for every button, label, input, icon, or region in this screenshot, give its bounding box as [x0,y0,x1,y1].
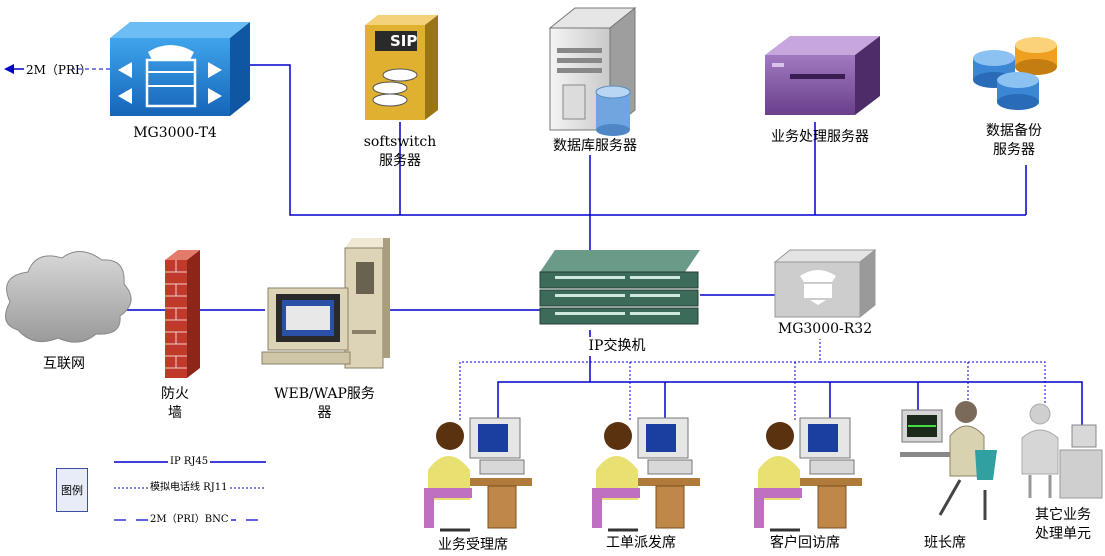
seat-supervisor-icon [900,401,997,520]
legend-analog-rj11: 模拟电话线 RJ11 [148,482,230,494]
business-server-label: 业务处理服务器 [771,129,869,145]
pri-link-label: 2M（PRI） [26,63,92,77]
mg3000-t4-label: MG3000-T4 [133,125,217,141]
analog-lines [459,322,1046,420]
seat-callback-label: 客户回访席 [770,535,840,551]
legend-ip-rj45: IP RJ45 [168,456,211,468]
mg3000-r32-icon [773,248,877,319]
seat-callback-icon [754,417,862,532]
internet-cloud-icon [5,251,132,343]
web-server-label-line1: WEB/WAP服务 [274,386,375,402]
db-server-label: 数据库服务器 [553,138,637,154]
firewall-icon [165,250,200,378]
firewall-label: 防火 墙 [150,385,200,423]
web-server-label: WEB/WAP服务 器 [262,385,387,423]
other-unit-label-line1: 其它业务 [1035,507,1091,523]
business-server-icon [765,36,880,115]
backup-server-label: 数据备份 服务器 [978,122,1050,160]
other-unit-label: 其它业务 处理单元 [1024,506,1102,544]
legend-pri-bnc: 2M（PRI）BNC [148,514,231,526]
mg3000-t4-icon [110,22,250,116]
seat-acceptance-icon [424,417,532,532]
seat-acceptance-label: 业务受理席 [438,537,508,553]
other-unit-label-line2: 处理单元 [1035,526,1091,542]
backup-server-label-line2: 服务器 [993,142,1035,158]
firewall-label-line2: 墙 [168,405,182,421]
backup-server-label-line1: 数据备份 [986,123,1042,139]
database-server-icon [548,6,637,136]
other-unit-icon [1021,403,1103,499]
seat-supervisor-label: 班长席 [924,535,966,551]
ip-switch-label: IP交换机 [577,337,657,356]
seat-dispatch-label: 工单派发席 [606,535,676,551]
ip-switch-icon [539,250,700,325]
pri-link [4,64,110,74]
internet-label: 互联网 [43,356,85,372]
firewall-label-line1: 防火 [161,386,189,402]
mg3000-r32-label: MG3000-R32 [770,320,880,339]
legend-title: 图例 [56,468,88,512]
seat-dispatch-icon [592,417,700,532]
softswitch-label: softswitch 服务器 [360,133,440,171]
softswitch-label-line1: softswitch [363,134,437,150]
softswitch-server-icon [365,15,438,120]
backup-server-icon [973,37,1057,110]
softswitch-label-line2: 服务器 [379,153,421,169]
web-server-icon [261,238,390,369]
sip-badge-text: SIP [390,32,418,50]
web-server-label-line2: 器 [317,405,332,421]
